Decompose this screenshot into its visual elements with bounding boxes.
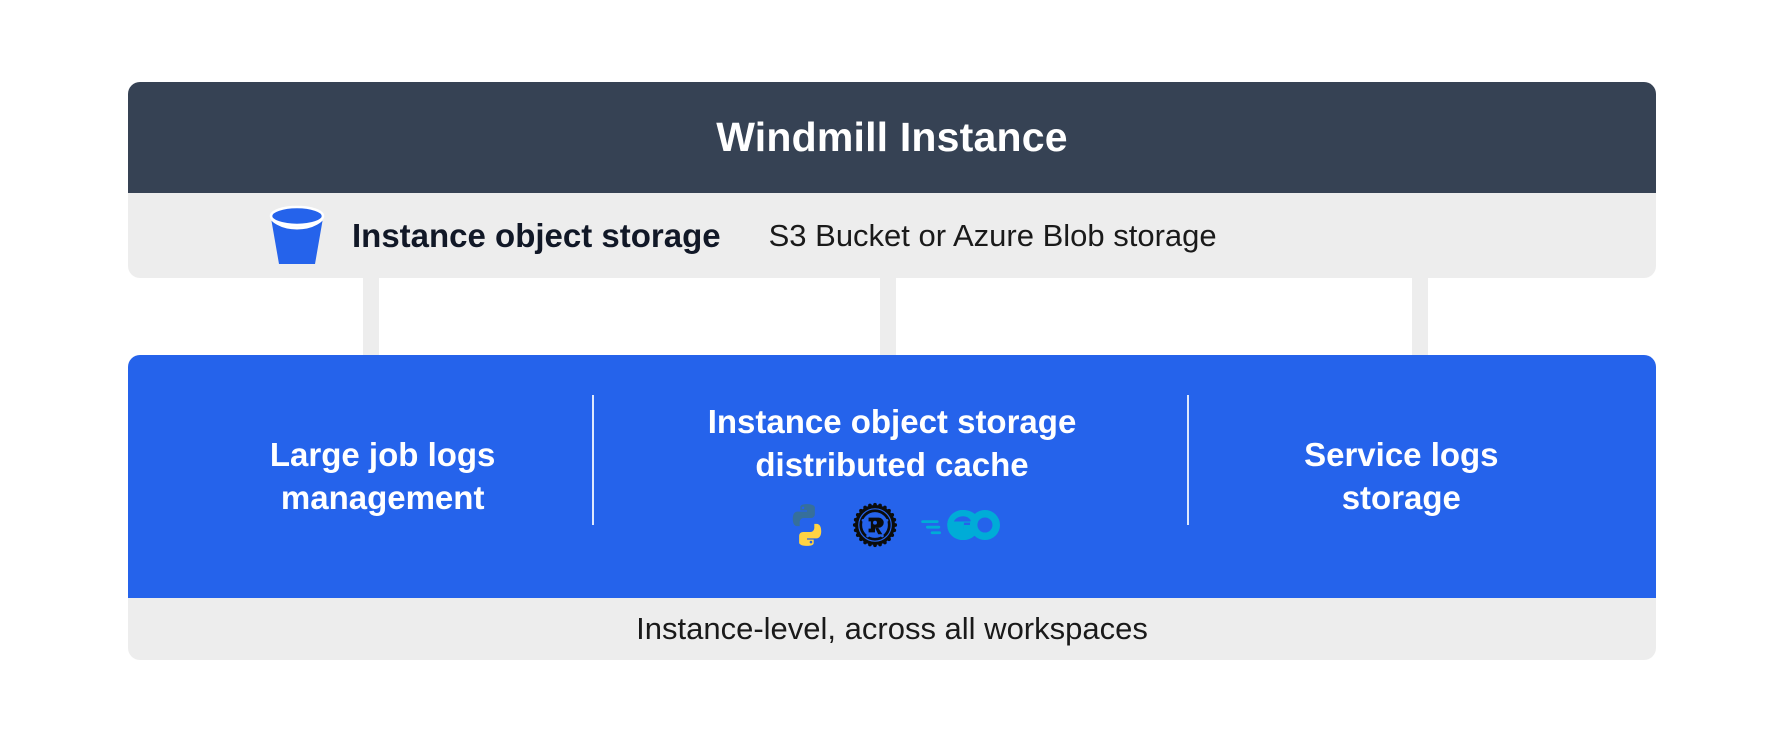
bucket-icon: [268, 205, 326, 265]
go-logo-icon: [920, 506, 1000, 549]
feature-title: Instance object storage distributed cach…: [707, 403, 1077, 483]
instance-features-card: Large job logs management Instance objec…: [128, 355, 1656, 660]
card-header: Windmill Instance: [128, 82, 1656, 193]
instance-object-storage-row: Instance object storage S3 Bucket or Azu…: [128, 193, 1656, 278]
feature-title: Large job logs management: [269, 436, 496, 516]
language-logos: [784, 502, 1000, 553]
storage-label: Instance object storage: [352, 216, 721, 254]
card-footer: Instance-level, across all workspaces: [128, 598, 1656, 660]
page-title: Windmill Instance: [716, 114, 1068, 160]
features-panel: Large job logs management Instance objec…: [128, 355, 1656, 598]
windmill-instance-card: Windmill Instance Instance object storag…: [128, 82, 1656, 278]
feature-column-service-logs: Service logs storage: [1147, 355, 1656, 598]
storage-sublabel: S3 Bucket or Azure Blob storage: [768, 217, 1217, 253]
feature-column-large-job-logs: Large job logs management: [128, 355, 637, 598]
rust-logo-icon: [852, 502, 898, 553]
footer-text: Instance-level, across all workspaces: [636, 611, 1148, 646]
feature-column-distributed-cache: Instance object storage distributed cach…: [637, 355, 1146, 598]
column-divider-1: [592, 395, 594, 525]
feature-title: Service logs storage: [1304, 436, 1499, 516]
column-divider-2: [1187, 395, 1189, 525]
python-logo-icon: [784, 502, 830, 553]
